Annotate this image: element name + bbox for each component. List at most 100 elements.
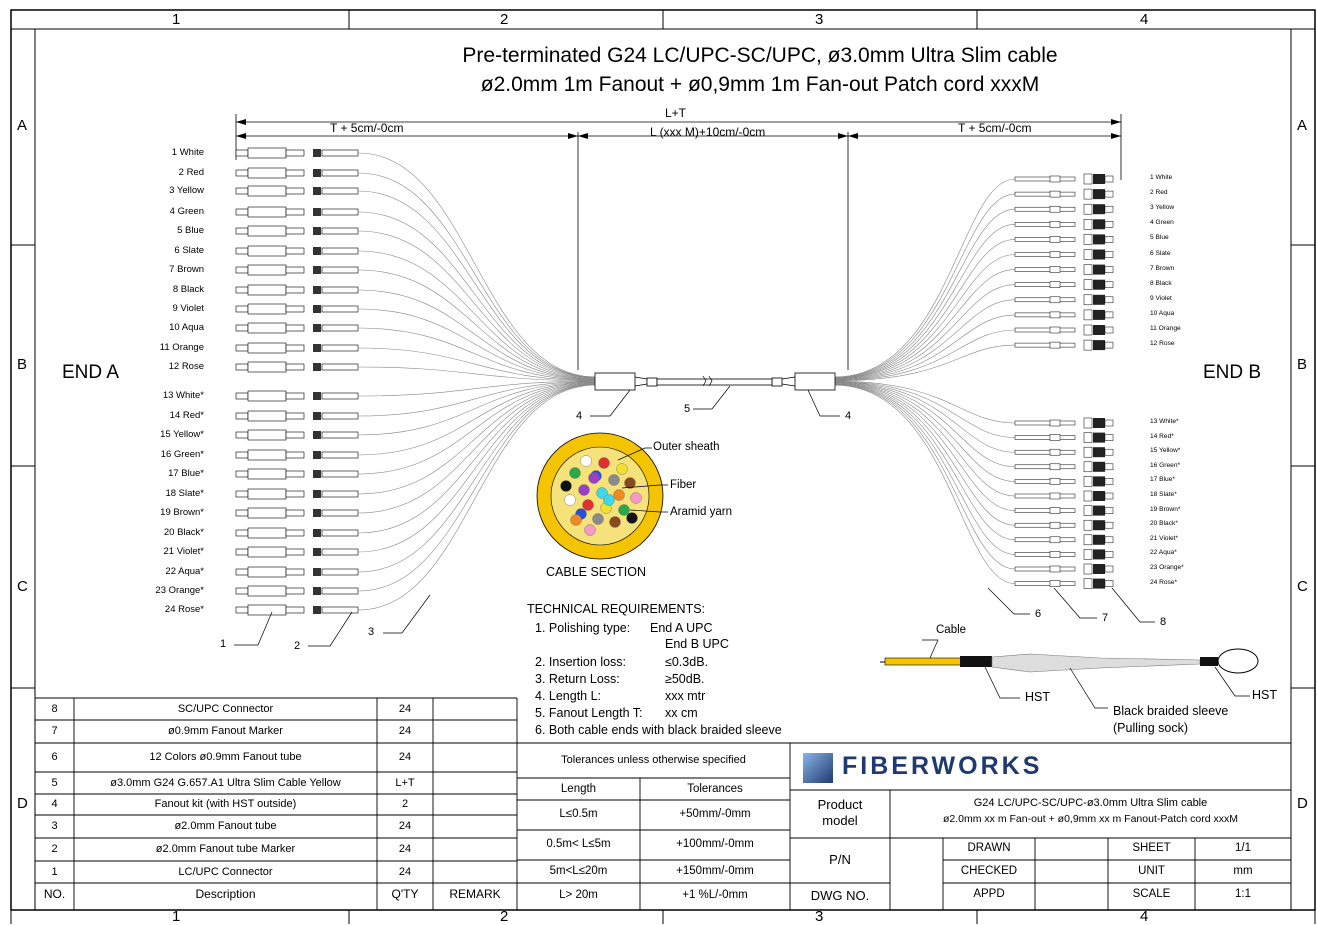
callout-5: 5 <box>684 403 691 415</box>
end-b-label-1: 1 White <box>1150 174 1173 181</box>
end-b-label-13: 13 White* <box>1150 418 1179 425</box>
cable-section-drawing <box>536 432 664 560</box>
callout-6: 6 <box>1035 608 1042 620</box>
end-b-label-7: 7 Brown <box>1150 264 1175 272</box>
zone-row-c-right: C <box>1297 578 1308 595</box>
end-a-connector-row <box>235 284 596 380</box>
bom-header-qty: Q'TY <box>391 887 419 901</box>
end-a-label-6: 6 Slate <box>174 245 204 256</box>
end-b-label-14: 14 Red* <box>1150 432 1174 440</box>
end-b-label-12: 12 Rose <box>1150 340 1175 348</box>
pn-label: P/N <box>829 852 851 867</box>
end-a-connector-row <box>235 147 596 378</box>
fiber-13 <box>564 494 576 506</box>
end-b-connector-row <box>834 264 1114 380</box>
bom-row-8-qty: 24 <box>398 865 412 878</box>
req-1-label: 1. Polishing type: <box>535 621 631 635</box>
end-a-label: END A <box>62 362 120 383</box>
cable-section-caption: CABLE SECTION <box>546 565 647 579</box>
fiber-24 <box>584 524 596 536</box>
zone-col-2-bottom: 2 <box>500 908 509 925</box>
end-a-connector-row <box>235 382 596 500</box>
end-a-label-22: 22 Aqua* <box>165 566 204 577</box>
end-a-connector-row <box>235 380 596 402</box>
tolerance-row-3-length: 5m<L≤20m <box>549 865 608 877</box>
end-b-connector-row <box>834 219 1114 379</box>
label-braided-sleeve: Black braided sleeve <box>1113 704 1229 718</box>
end-a-connector-row <box>235 264 596 380</box>
end-a-connector-row <box>235 384 596 578</box>
unit-value: mm <box>1233 865 1253 877</box>
tolerance-row-3-value: +150mm/-0mm <box>676 865 754 877</box>
end-a-connector-row <box>235 383 596 539</box>
drawn-label: DRAWN <box>967 842 1011 854</box>
end-b-connector-row <box>834 173 1114 378</box>
fiber-12 <box>630 492 642 504</box>
bom-row-2-qty: 24 <box>398 725 412 737</box>
end-b-connector-row <box>834 381 1114 458</box>
end-b-connector-row <box>834 384 1114 575</box>
end-a-label-3: 3 Yellow <box>169 185 204 196</box>
end-a-connector-row <box>235 381 596 461</box>
req-3-label: 3. Return Loss: <box>535 672 620 686</box>
fiber-19 <box>609 516 621 528</box>
end-a-label-14: 14 Red* <box>169 410 204 421</box>
end-b-connector-row <box>834 339 1114 382</box>
zone-row-d-right: D <box>1297 795 1308 812</box>
end-b-label-16: 16 Green* <box>1150 461 1181 469</box>
end-a-connector-row <box>235 381 596 441</box>
tolerance-row-4-value: +1 %L/-0mm <box>682 889 748 901</box>
fiberworks-logo-mark <box>803 753 833 783</box>
end-b-connector-row <box>834 309 1114 381</box>
bom-row-2-no: 7 <box>51 725 58 737</box>
label-fiber: Fiber <box>670 479 697 491</box>
bom-row-8-no: 1 <box>51 865 58 878</box>
zone-col-1-top: 1 <box>172 11 181 28</box>
end-b-label-4: 4 Green <box>1150 219 1174 227</box>
end-b-label: END B <box>1203 362 1262 383</box>
sheet-label: SHEET <box>1132 842 1171 854</box>
zone-col-4-top: 4 <box>1140 11 1149 28</box>
label-pulling-sock: (Pulling sock) <box>1113 721 1189 735</box>
end-a-label-5: 5 Blue <box>177 225 204 236</box>
end-b-connector-row <box>834 381 1114 443</box>
bom-row-1-qty: 24 <box>398 702 412 715</box>
dimension-main-cable: L (xxx M)+10cm/-0cm <box>650 125 766 139</box>
end-b-label-19: 19 Brown* <box>1150 505 1181 513</box>
bom-row-7-qty: 24 <box>398 843 412 855</box>
fiber-4 <box>569 467 581 479</box>
end-b-connector-row <box>834 383 1114 531</box>
end-b-connector-row <box>834 382 1114 516</box>
end-a-connector-row <box>235 185 596 378</box>
zone-row-a-right: A <box>1297 117 1308 134</box>
dimension-right-fanout: T + 5cm/-0cm <box>958 121 1032 135</box>
end-b-label-2: 2 Red <box>1150 189 1168 197</box>
end-a-connector-row <box>235 303 596 381</box>
end-b-label-23: 23 Orange* <box>1150 564 1184 571</box>
zone-col-4-bottom: 4 <box>1140 908 1149 925</box>
end-b-connector-row <box>834 384 1114 589</box>
end-b-label-21: 21 Violet* <box>1150 534 1179 542</box>
bom-row-4-desc: ø3.0mm G24 G.657.A1 Ultra Slim Cable Yel… <box>110 776 341 789</box>
fiber-21 <box>588 472 600 484</box>
end-b-connector-row <box>834 203 1114 378</box>
end-b-label-10: 10 Aqua <box>1150 309 1175 317</box>
end-b-label-9: 9 Violet <box>1150 294 1172 302</box>
bom-row-2-desc: ø0.9mm Fanout Marker <box>168 725 283 737</box>
bom-row-7-no: 2 <box>51 843 58 855</box>
req-2-value: ≤0.3dB. <box>665 655 708 669</box>
zone-row-a-left: A <box>17 117 28 134</box>
pulling-sock-drawing <box>880 639 1259 709</box>
end-b-connector-row <box>834 382 1114 487</box>
end-a-connector-row <box>235 342 596 381</box>
end-a-label-18: 18 Slate* <box>165 488 204 499</box>
product-model-line1: G24 LC/UPC-SC/UPC-ø3.0mm Ultra Slim cabl… <box>973 797 1208 809</box>
end-a-connector-row <box>235 361 596 382</box>
fiber-2 <box>598 457 610 469</box>
bom-row-6-desc: ø2.0mm Fanout tube <box>174 820 277 832</box>
end-a-label-19: 19 Brown* <box>160 507 204 518</box>
zone-row-b-right: B <box>1297 356 1308 373</box>
end-b-connector-row <box>834 188 1114 378</box>
